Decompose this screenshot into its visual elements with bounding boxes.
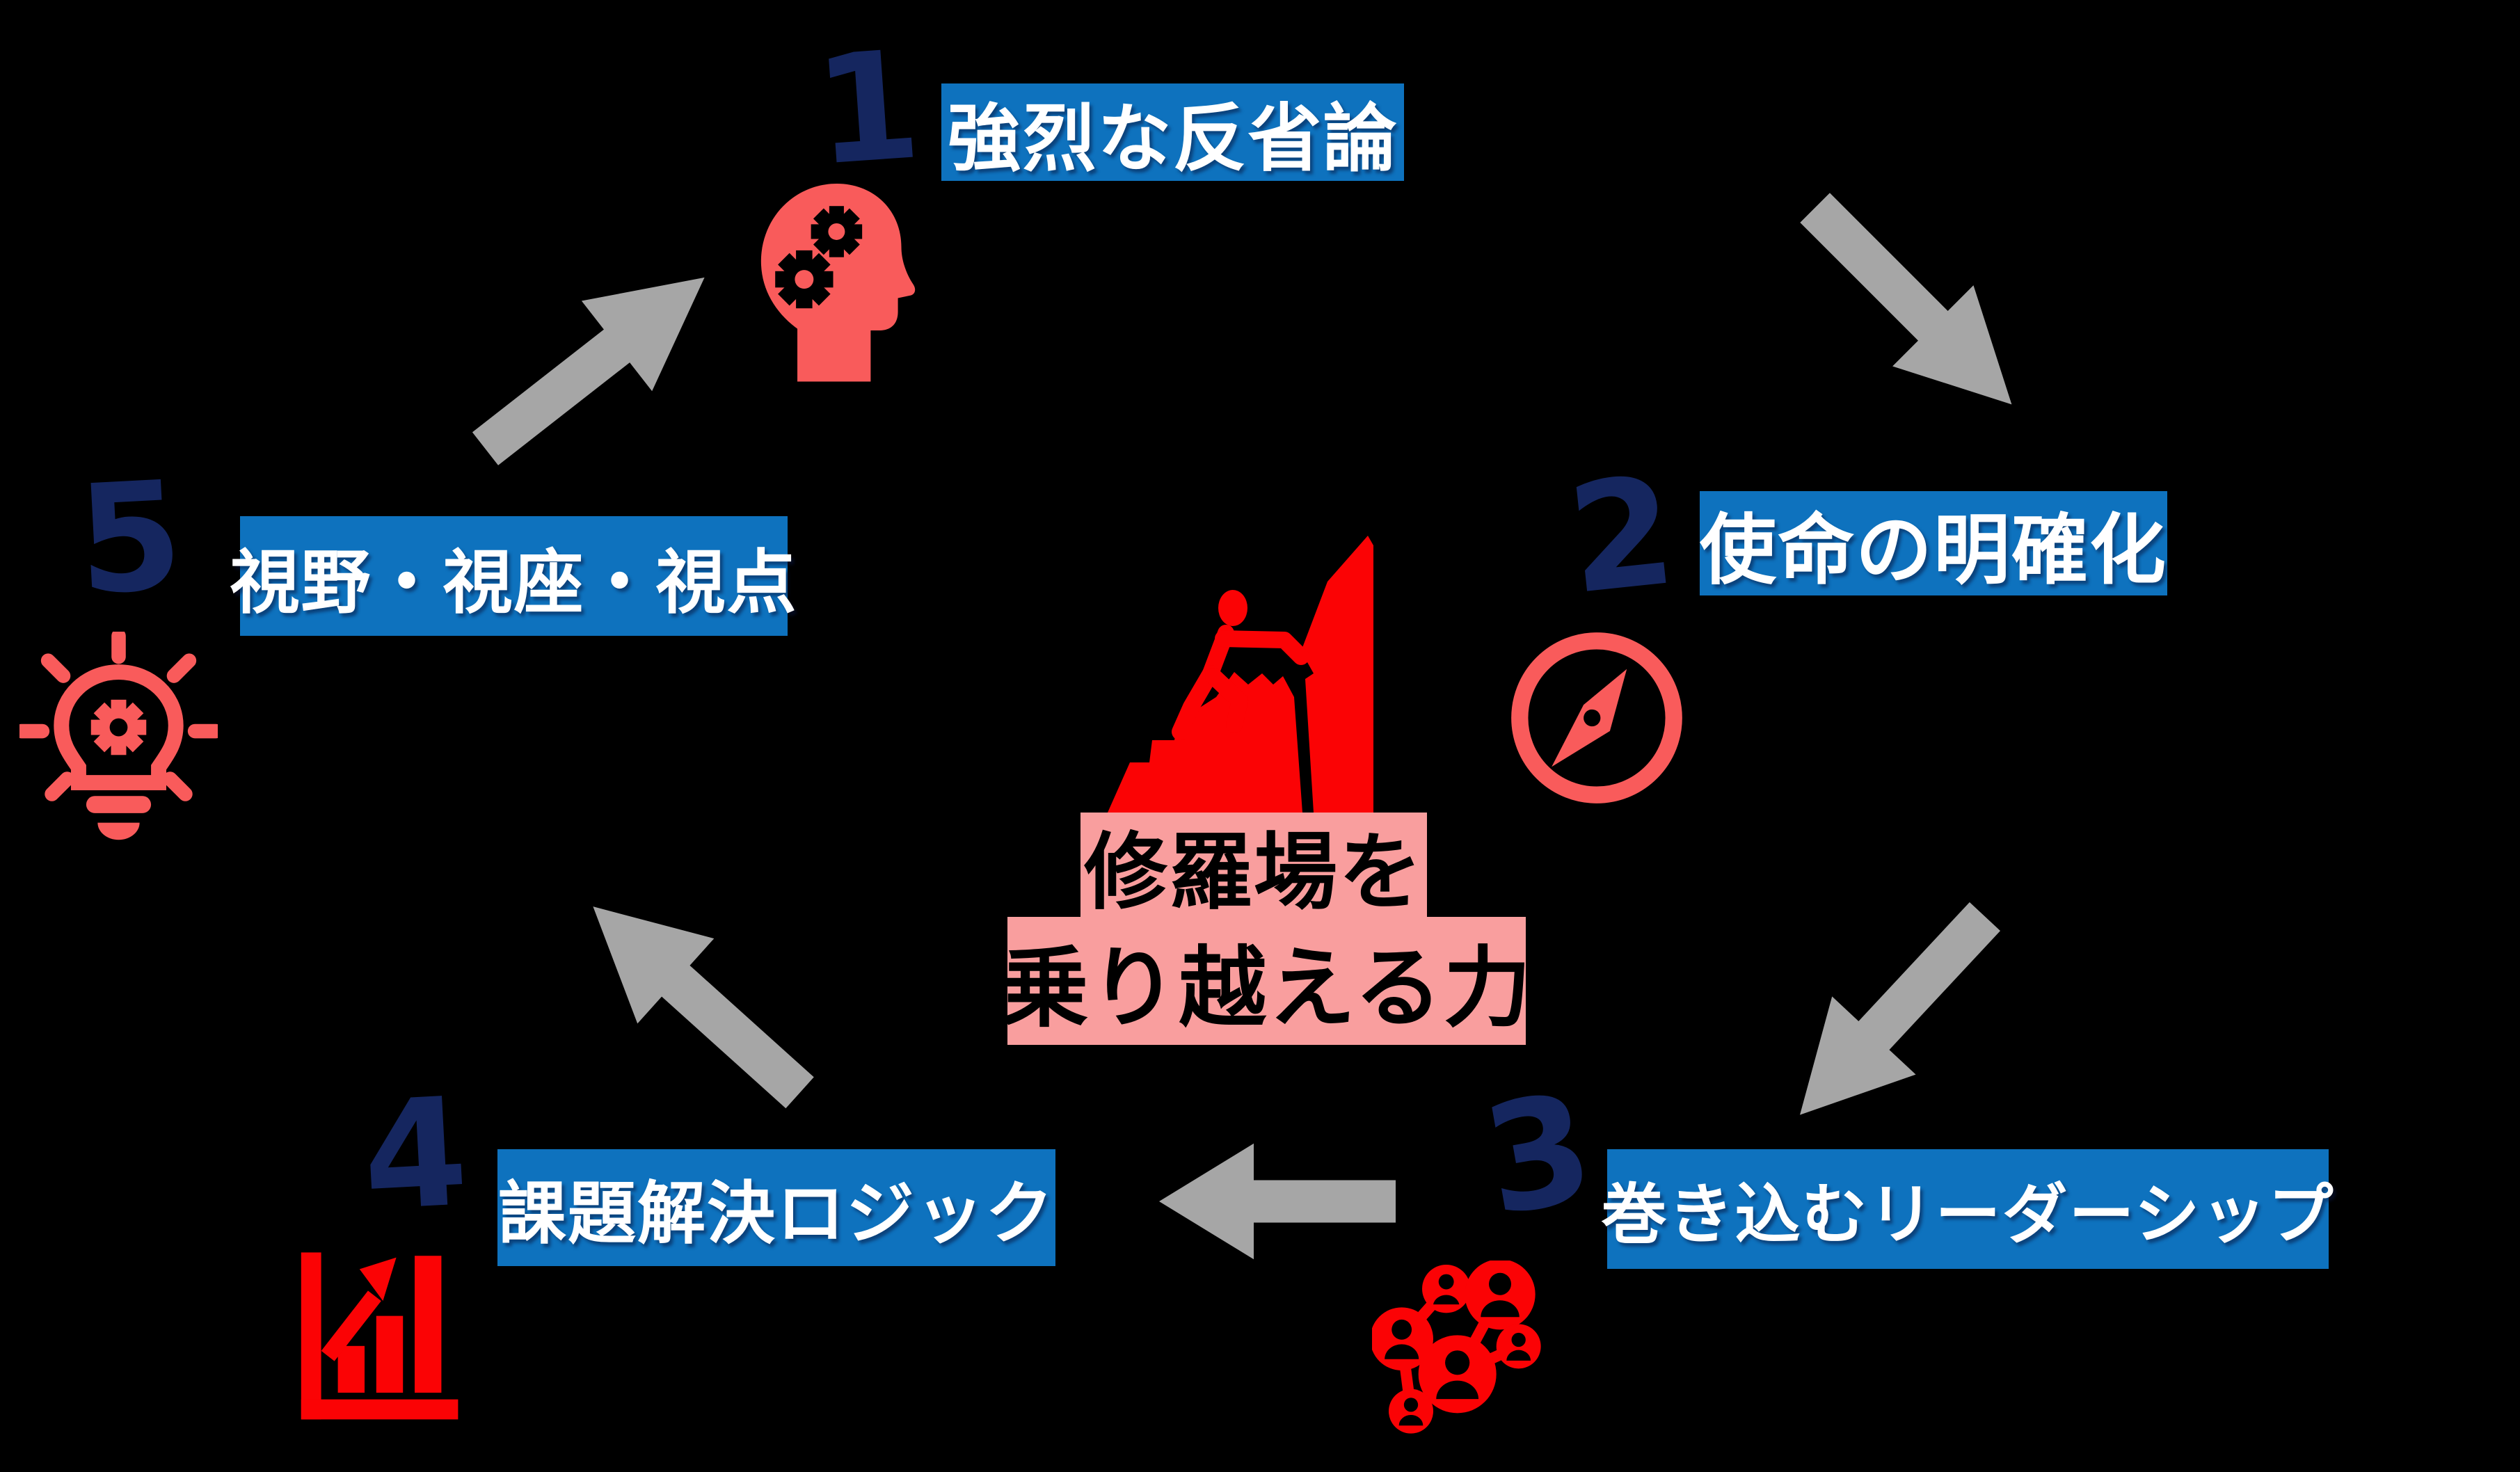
- step-1-label: 強烈な反省論: [941, 83, 1404, 181]
- arrow-step3-to-step4: [1159, 1143, 1396, 1260]
- lightbulb-gear-icon: [19, 632, 218, 840]
- step-4-number: 4: [358, 1064, 472, 1245]
- head-with-gears-icon: [760, 183, 916, 382]
- step-2-number: 2: [1561, 442, 1683, 628]
- arrow-step1-to-step2: [1800, 193, 2012, 405]
- step-1-number: 1: [809, 17, 926, 199]
- step-3-number: 3: [1472, 1059, 1605, 1250]
- step-5-label: 視野・視座・視点: [230, 516, 797, 636]
- arrow-step4-to-step5: [593, 906, 814, 1109]
- compass-icon: [1511, 632, 1682, 803]
- mountain-climber-icon: [1108, 536, 1373, 813]
- arrow-step2-to-step3: [1800, 902, 2001, 1115]
- center-title-line1: 修羅場を: [1080, 813, 1427, 919]
- center-title-line2: 乗り越える力: [1000, 917, 1531, 1045]
- growth-bar-chart-icon: [301, 1252, 458, 1420]
- step-4-label: 課題解決ロジック: [497, 1149, 1055, 1266]
- step-5-number: 5: [73, 448, 187, 628]
- arrow-step5-to-step1: [472, 277, 705, 465]
- people-network-icon: [1372, 1261, 1541, 1434]
- step-3-label: 巻き込むリーダーシップ: [1601, 1149, 2334, 1269]
- step-2-label: 使命の明確化: [1700, 491, 2167, 595]
